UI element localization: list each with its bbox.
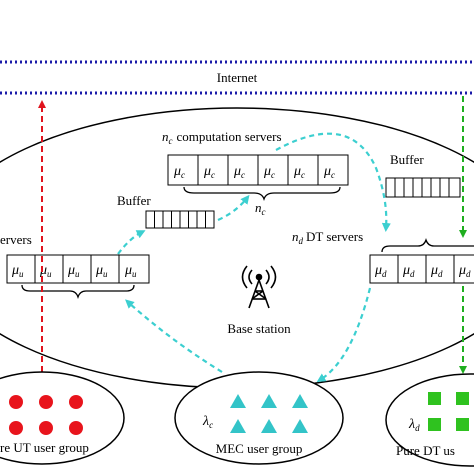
ut-user-group-label: re UT user group: [0, 440, 89, 455]
computation-rate: μc: [263, 164, 275, 180]
ut-user-group-ellipse: [0, 371, 125, 465]
dt-user-square: [456, 418, 469, 431]
mec-user-triangle: [230, 419, 246, 433]
computation-rate: μc: [173, 164, 185, 180]
ut-rate: μu: [11, 263, 24, 279]
mec-arrival-rate: λc: [202, 414, 213, 430]
dt-to-mec-arrow: [316, 287, 372, 383]
mec-user-triangle: [292, 419, 308, 433]
dt-rate: μd: [374, 263, 387, 279]
ut-user-dot: [9, 421, 23, 435]
ut-servers-label: ervers: [0, 232, 32, 247]
computation-rate: μc: [293, 164, 305, 180]
dt-server-row: μd μd μd μd: [369, 254, 474, 284]
dt-rate: μd: [402, 263, 415, 279]
mec-user-group-label: MEC user group: [216, 441, 303, 456]
dt-rate: μd: [458, 263, 471, 279]
mec-user-triangle: [261, 394, 277, 408]
computation-server-row: μc μc μc μc μc μc: [167, 154, 349, 186]
ut-rate: μu: [39, 263, 52, 279]
buffer-left: [145, 210, 215, 229]
ut-user-dots: [9, 395, 83, 435]
ut-rate: μu: [124, 263, 137, 279]
dt-user-group-label: Pure DT us: [396, 443, 455, 458]
mec-user-triangle: [292, 394, 308, 408]
buffer-right-label: Buffer: [390, 152, 424, 167]
ut-brace: [21, 284, 135, 300]
dt-arrival-rate: λd: [408, 417, 420, 433]
ut-user-dot: [39, 395, 53, 409]
buffer-right: [385, 177, 461, 198]
edge-network-ellipse: [0, 107, 474, 389]
buffer-left-label: Buffer: [117, 193, 151, 208]
base-station-label: Base station: [227, 321, 291, 336]
mec-user-group-ellipse: [174, 371, 344, 465]
computation-brace: [183, 186, 341, 202]
ut-user-dot: [69, 421, 83, 435]
mec-to-ut-arrow: [125, 299, 223, 373]
ut-to-buffer-arrow: [117, 230, 146, 255]
dt-user-square: [428, 418, 441, 431]
mec-user-triangle: [230, 394, 246, 408]
computation-brace-label: nc: [255, 200, 266, 217]
ut-rate: μu: [95, 263, 108, 279]
dt-brace: [381, 237, 474, 253]
computation-rate: μc: [233, 164, 245, 180]
ut-user-dot: [39, 421, 53, 435]
dt-user-square: [428, 392, 441, 405]
internet-label: Internet: [217, 70, 258, 85]
computation-server-box: [257, 154, 289, 186]
computation-rate: μc: [203, 164, 215, 180]
computation-server-box: [167, 154, 199, 186]
dt-rate: μd: [430, 263, 443, 279]
ut-rate: μu: [67, 263, 80, 279]
mec-user-triangles: [230, 394, 308, 433]
computation-server-box: [317, 154, 349, 186]
ut-server-row: μu μu μu μu μu: [6, 254, 150, 284]
ut-user-dot: [69, 395, 83, 409]
dt-user-squares: [428, 392, 469, 431]
dt-user-square: [456, 392, 469, 405]
ut-user-dot: [9, 395, 23, 409]
base-station-icon: [241, 265, 277, 309]
computation-to-dt-arrow: [275, 132, 391, 232]
buffer-to-computation-arrow: [217, 194, 250, 222]
mec-user-triangle: [261, 419, 277, 433]
computation-rate: μc: [323, 164, 335, 180]
